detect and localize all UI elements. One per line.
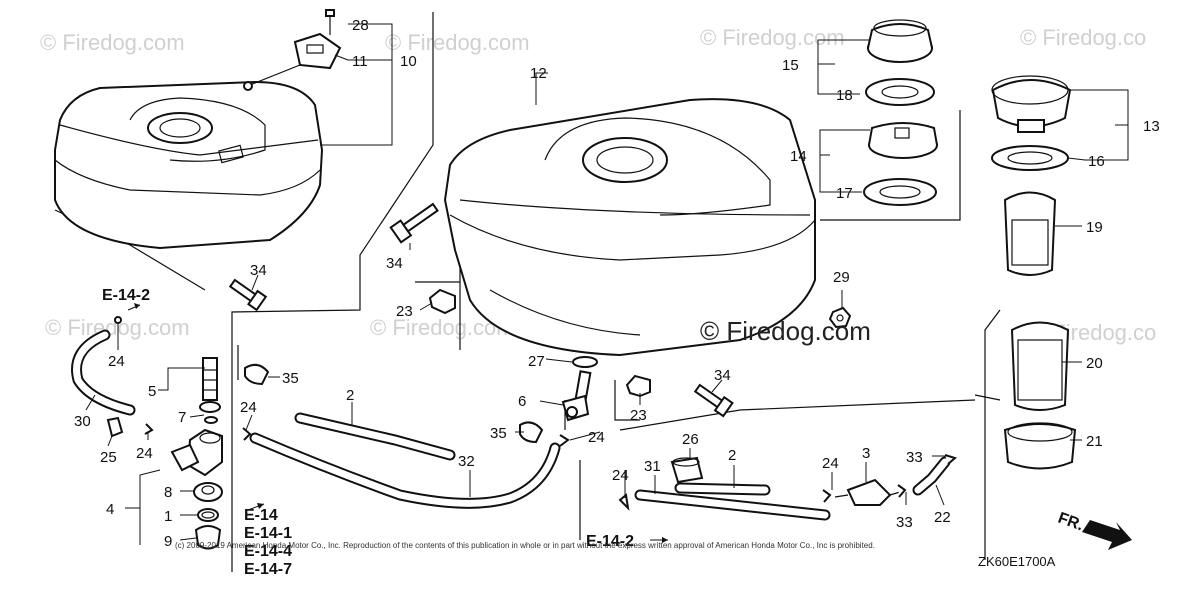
reference-e14-2: E-14-2 — [586, 533, 634, 550]
callout-24: 24 — [136, 445, 153, 462]
callout-22: 22 — [934, 509, 951, 526]
callout-18: 18 — [836, 87, 853, 104]
bolts — [228, 202, 852, 418]
small-fuel-tank — [54, 80, 324, 250]
callout-16: 16 — [1088, 153, 1105, 170]
callout-24: 24 — [822, 455, 839, 472]
callout-24: 24 — [240, 399, 257, 416]
reference-e14-4: E-14-4 — [244, 543, 292, 560]
callout-25: 25 — [100, 449, 117, 466]
callout-35: 35 — [282, 370, 299, 387]
callout-28: 28 — [352, 17, 369, 34]
callout-35: 35 — [490, 425, 507, 442]
callout-33: 33 — [896, 514, 913, 531]
callout-34: 34 — [714, 367, 731, 384]
callout-24: 24 — [588, 429, 605, 446]
callout-31: 31 — [644, 458, 661, 475]
callout-10: 10 — [400, 53, 417, 70]
watermark: © Firedog.com — [700, 25, 845, 50]
fuel-valve-assembly — [170, 357, 223, 550]
callout-27: 27 — [528, 353, 545, 370]
callout-20: 20 — [1086, 355, 1103, 372]
callout-23: 23 — [630, 407, 647, 424]
reference-e14: E-14 — [244, 507, 278, 524]
strainer-group — [1003, 321, 1077, 470]
center-watermark: © Firedog.com — [700, 316, 871, 346]
callout-9: 9 — [164, 533, 172, 550]
reference-e14-7: E-14-7 — [244, 561, 292, 578]
callout-26: 26 — [682, 431, 699, 448]
callout-19: 19 — [1086, 219, 1103, 236]
diagram-code: ZK60E1700A — [978, 554, 1056, 569]
leader-lines — [85, 23, 1129, 545]
clamps — [428, 288, 651, 398]
callout-17: 17 — [836, 185, 853, 202]
hose-32 — [249, 432, 561, 509]
direction-label: FR. — [1056, 510, 1086, 535]
clips — [242, 363, 570, 447]
reference-labels: E-14-2 E-14-2 E-14 E-14-1 E-14-4 E-14-7 — [102, 287, 634, 578]
callout-8: 8 — [164, 484, 172, 501]
hose-30 — [71, 316, 154, 438]
large-fuel-tank — [443, 98, 816, 357]
callout-13: 13 — [1143, 118, 1160, 135]
fuel-cap-group-15 — [863, 19, 938, 206]
callout-11: 11 — [352, 53, 368, 70]
section-lines — [54, 12, 1001, 572]
callout-numbers: 28 11 10 12 15 18 13 16 14 17 19 20 21 3… — [74, 17, 1160, 550]
callout-6: 6 — [518, 393, 526, 410]
callout-34: 34 — [250, 262, 267, 279]
fuel-cock-6 — [561, 356, 598, 422]
hose-2-center — [294, 412, 456, 461]
reference-e14-2: E-14-2 — [102, 287, 150, 304]
callout-4: 4 — [106, 501, 114, 518]
callout-14: 14 — [790, 148, 807, 165]
watermark: © Firedog.com — [40, 30, 185, 55]
callout-21: 21 — [1086, 433, 1103, 450]
fuel-gauge — [243, 9, 342, 91]
callout-24: 24 — [108, 353, 125, 370]
right-hose-group — [618, 454, 958, 521]
front-direction-arrow: FR. — [1056, 510, 1132, 550]
callout-12: 12 — [530, 65, 547, 82]
callout-15: 15 — [782, 57, 799, 74]
callout-32: 32 — [458, 453, 475, 470]
fuel-cap-group-13 — [991, 75, 1072, 276]
callout-34: 34 — [386, 255, 403, 272]
callout-23: 23 — [396, 303, 413, 320]
watermark: © Firedog.com — [385, 30, 530, 55]
reference-e14-1: E-14-1 — [244, 525, 292, 542]
callout-2: 2 — [346, 387, 354, 404]
callout-7: 7 — [178, 409, 186, 426]
callout-24: 24 — [612, 467, 629, 484]
watermarks: © Firedog.com © Firedog.com © Firedog.co… — [40, 25, 1156, 345]
callout-3: 3 — [862, 445, 870, 462]
callout-2: 2 — [728, 447, 736, 464]
copyright-notice: (c) 2009-2019 American Honda Motor Co., … — [175, 541, 875, 550]
callout-29: 29 — [833, 269, 850, 286]
watermark: © Firedog.co — [1020, 25, 1146, 50]
callout-5: 5 — [148, 383, 156, 400]
callout-33: 33 — [906, 449, 923, 466]
callout-1: 1 — [164, 508, 172, 525]
callout-30: 30 — [74, 413, 91, 430]
